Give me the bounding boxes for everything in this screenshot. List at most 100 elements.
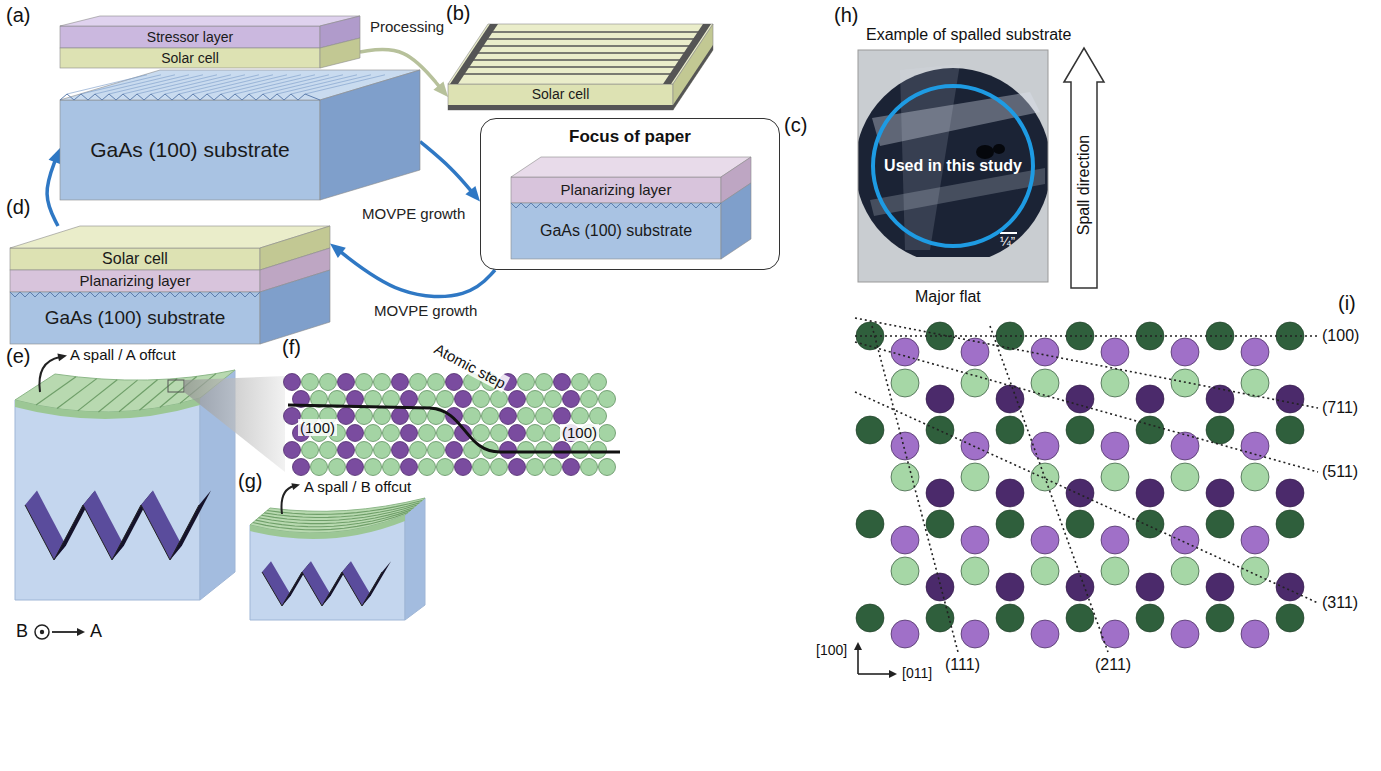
zoom-box [168,380,184,392]
atom [320,442,337,459]
text-area: Stressor layer [60,26,320,48]
atom [401,459,418,476]
reflection [872,92,1040,146]
atom [428,442,445,459]
atom [437,425,454,442]
front-face [511,203,721,259]
atom [446,374,463,391]
atom [1066,510,1094,538]
atom [518,408,535,425]
label-anchor: B [16,621,28,642]
atom [419,425,436,442]
study-area-circle: Used in this study [870,83,1036,249]
label-anchor: (311) [1322,594,1358,612]
atom [961,620,989,648]
atom [446,408,463,425]
focus-box: Planarizing layerGaAs (100) substrateFoc… [480,118,780,270]
layer-label: GaAs (100) substrate [90,138,290,162]
atom [856,416,884,444]
crystal-lattice [854,318,1318,678]
groove-outline [141,505,199,560]
atom [1031,526,1059,554]
text-area: GaAs (100) substrate [511,203,721,259]
atom [356,374,373,391]
circle-label: Used in this study [884,157,1022,175]
substrate-block: GaAs (100) substrate [511,203,751,259]
atom [410,442,427,459]
atom [1276,573,1304,601]
atom [554,408,571,425]
atom [1101,463,1129,491]
atom [856,510,884,538]
groove-facet [170,491,211,560]
atom [1171,432,1199,460]
atom [563,459,580,476]
label-anchor: (100) [298,419,337,436]
atom [392,408,409,425]
layer-label: GaAs (100) substrate [45,307,226,329]
atom [509,425,526,442]
atom [401,425,418,442]
atomic-step-line [57,379,97,409]
atom [365,425,382,442]
atom [419,459,436,476]
atom [491,391,508,408]
atom [329,459,346,476]
atom [536,408,553,425]
atom [1241,620,1269,648]
atom [926,573,954,601]
atom [572,374,589,391]
annotation-label: B [16,621,28,642]
atom [1171,463,1199,491]
atom [482,408,499,425]
atomic-step-line [139,378,177,410]
label-anchor: A [90,621,102,642]
label-anchor: (b) [446,2,470,25]
atom [302,374,319,391]
groove-outline [342,572,382,606]
atom [302,442,319,459]
out-of-page-symbol [40,630,44,634]
atom [437,459,454,476]
panel-letter: (i) [1338,292,1356,315]
atom [599,459,616,476]
layer-label: Solar cell [532,86,590,102]
atom [1206,510,1234,538]
atom [891,338,919,366]
label-anchor: (c) [784,114,807,137]
label-anchor: A spall / A offcut [70,346,176,363]
atom [392,374,409,391]
atom [527,459,544,476]
label-anchor: (a) [6,4,30,27]
label-anchor: Example of spalled substrate [866,26,1071,44]
atom [891,557,919,585]
edge-label: Processing [368,18,446,35]
atom [338,374,355,391]
atom [1276,479,1304,507]
label-anchor: Major flat [915,288,981,306]
atom [347,425,364,442]
annotation-label: [100] [816,642,847,658]
front-face [511,177,721,203]
atom [509,459,526,476]
arrowhead [77,628,85,636]
plane-line [855,318,1318,408]
atom [554,442,571,459]
atom [1101,557,1129,585]
text-area: Solar cell [448,84,673,105]
grid-finger [481,45,690,47]
side-face [320,38,360,68]
text-area: Used in this study [870,83,1036,249]
atom [500,408,517,425]
atom [401,391,418,408]
atom [554,374,571,391]
plane-line [855,342,1318,472]
spall-a-offcut-illustration [15,354,285,639]
atom [410,408,427,425]
annotation-label: A [90,621,102,642]
solar-cell-device: Solar cell [448,24,713,110]
scale-bar [1000,232,1017,234]
front-face [10,270,260,292]
label-anchor: (511) [1322,463,1358,481]
atom [961,369,989,397]
